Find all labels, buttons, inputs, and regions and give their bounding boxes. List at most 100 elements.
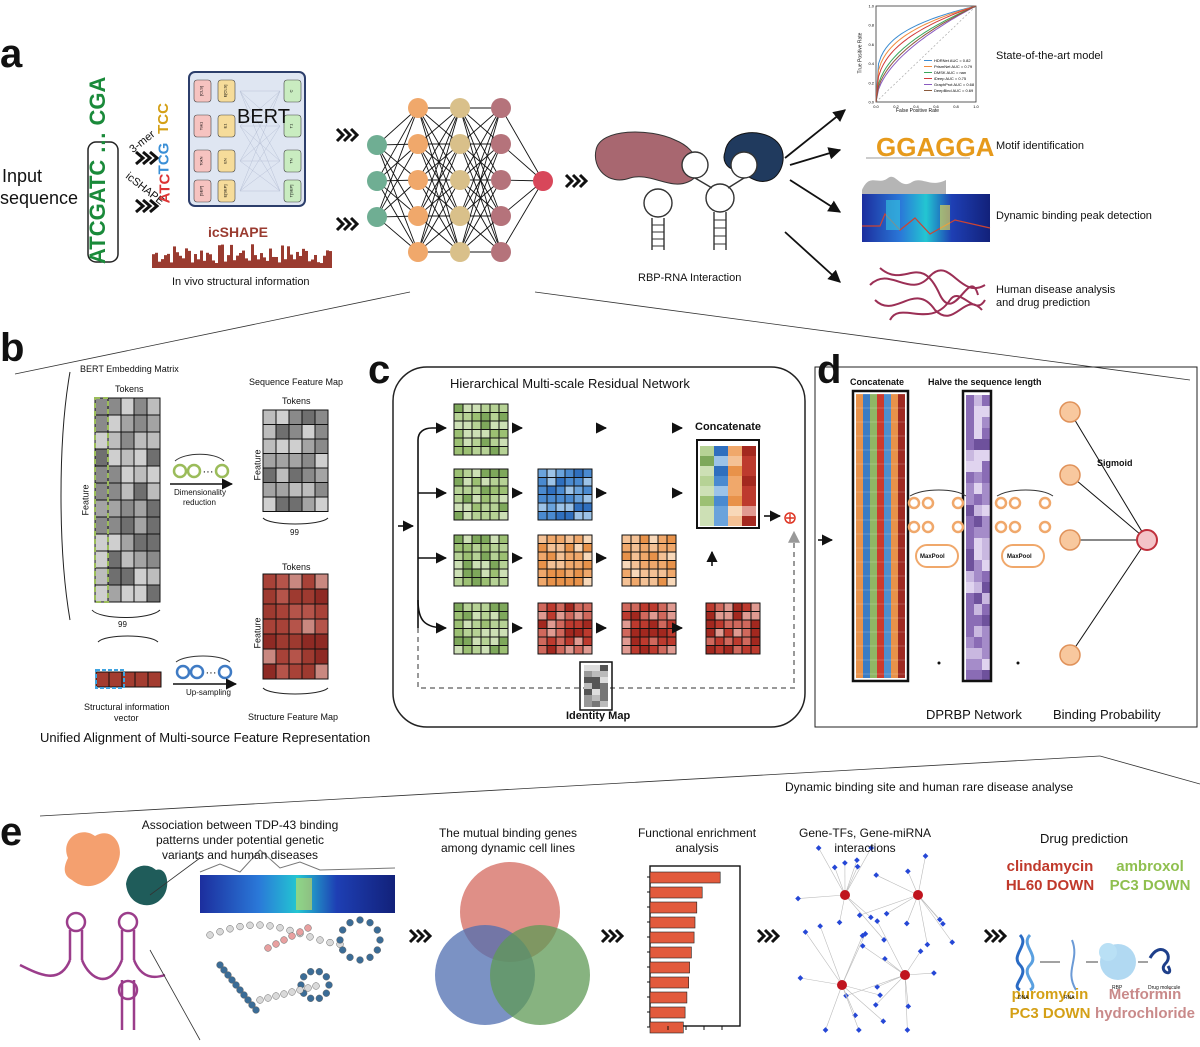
struct-map-cell [314, 663, 329, 680]
c-grid-cell [546, 602, 557, 612]
roc-legend-label: DeepBind AUC = 0.69 [934, 88, 974, 93]
identity-cell [592, 677, 600, 683]
c-grid-cell [462, 429, 473, 439]
nucleotide [288, 932, 296, 940]
gene-node [817, 923, 824, 929]
icshape-bar [284, 259, 287, 268]
concat-c-cell [714, 476, 728, 486]
c-grid-cell [582, 611, 593, 621]
c-grid-cell [546, 534, 557, 544]
c-grid-cell [453, 477, 464, 487]
bert-matrix-cell [107, 414, 122, 433]
bert-matrix-cell [133, 482, 148, 501]
c-grid-cell [555, 628, 566, 638]
gene-node [836, 919, 843, 926]
d-halve-cell [982, 494, 990, 505]
c-grid-cell [582, 636, 593, 646]
c-grid-cell [480, 611, 491, 621]
d-halve-cell [982, 549, 990, 560]
struct-map-cell [301, 648, 316, 665]
c-grid-cell [630, 551, 641, 561]
struct-map-cell [262, 573, 277, 590]
gene-edge [844, 860, 858, 896]
c-grid-cell [471, 446, 482, 456]
gene-edge [876, 874, 919, 896]
bert-matrix-cell [120, 550, 135, 569]
icshape-caption: In vivo structural information [172, 276, 310, 288]
nucleotide [280, 990, 288, 998]
c-grid-cell [564, 602, 575, 612]
nn-edge [500, 180, 544, 253]
nucleotide [315, 994, 323, 1002]
icshape-bar [317, 262, 320, 268]
seq-map-cell [301, 482, 316, 498]
c-grid-cell [714, 611, 725, 621]
struct-map-cell [275, 603, 290, 620]
icshape-bar [314, 254, 317, 268]
gene-edge [875, 974, 906, 1006]
d-out-input-node [1059, 401, 1081, 423]
enrichment-bar-chart [647, 865, 741, 1034]
gene-node [905, 1003, 912, 1010]
c-grid-cell [582, 568, 593, 578]
gene-edge [798, 894, 846, 899]
enrich-line-2: analysis [675, 841, 719, 855]
c-grid-cell [471, 420, 482, 430]
c-grid-cell [480, 568, 491, 578]
concatenate-label-d: Concatenate [850, 377, 905, 387]
identity-cell [584, 665, 592, 671]
c-grid-cell [630, 577, 641, 587]
c-grid-cell [555, 485, 566, 495]
c-grid-cell [573, 568, 584, 578]
c-grid-cell [471, 437, 482, 447]
gene-edge [819, 925, 843, 986]
nn-edge [500, 107, 544, 182]
concat-c-cell [742, 466, 756, 476]
nucleotide [307, 994, 315, 1002]
c-grid-cell [666, 628, 677, 638]
c-grid-cell [480, 412, 491, 422]
roc-legend-label: PrismNet AUC = 0.79 [934, 64, 973, 69]
c-grid-cell [480, 543, 491, 553]
gene-edge [844, 847, 872, 896]
struct-map-cell [301, 603, 316, 620]
struct-map-cell [275, 588, 290, 605]
d-halve-cell [974, 593, 982, 604]
nucleotide [307, 968, 315, 976]
nucleotide [376, 936, 384, 944]
c-grid-cell [462, 403, 473, 413]
c-grid-cell [723, 628, 734, 638]
d-halve-cell [966, 516, 974, 527]
c-grid-cell [471, 619, 482, 629]
nn-edge [459, 107, 502, 217]
nucleotide [252, 1006, 260, 1014]
nn-edge [376, 107, 419, 182]
bert-matrix-cell [133, 533, 148, 552]
gene-node [924, 941, 931, 948]
identity-cell [600, 677, 608, 683]
enrichment-bar [649, 1006, 686, 1019]
c-grid-cell [555, 619, 566, 629]
d-concat-frame [851, 389, 910, 683]
icshape-bar [173, 246, 176, 268]
gene-edge [805, 931, 843, 986]
gene-node [874, 918, 881, 924]
gene-node [940, 920, 946, 927]
icshape-bar [158, 261, 161, 268]
d-halve-cell [982, 395, 990, 406]
d-concat-stripe [884, 394, 891, 678]
c-grid-cell [462, 485, 473, 495]
c-grid-cell [537, 560, 548, 570]
c-grid-cell [555, 502, 566, 512]
bert-matrix-cell [94, 397, 109, 416]
d-halve-cell [966, 571, 974, 582]
identity-cell [592, 701, 600, 707]
c-grid-cell [462, 446, 473, 456]
assoc-caption: Association between TDP-43 binding patte… [110, 818, 370, 863]
c-grid-cell [462, 534, 473, 544]
icshape-bar [221, 244, 224, 268]
concat-c-cell [700, 506, 714, 516]
c-grid-cell [573, 628, 584, 638]
icshape-bar [182, 258, 185, 268]
